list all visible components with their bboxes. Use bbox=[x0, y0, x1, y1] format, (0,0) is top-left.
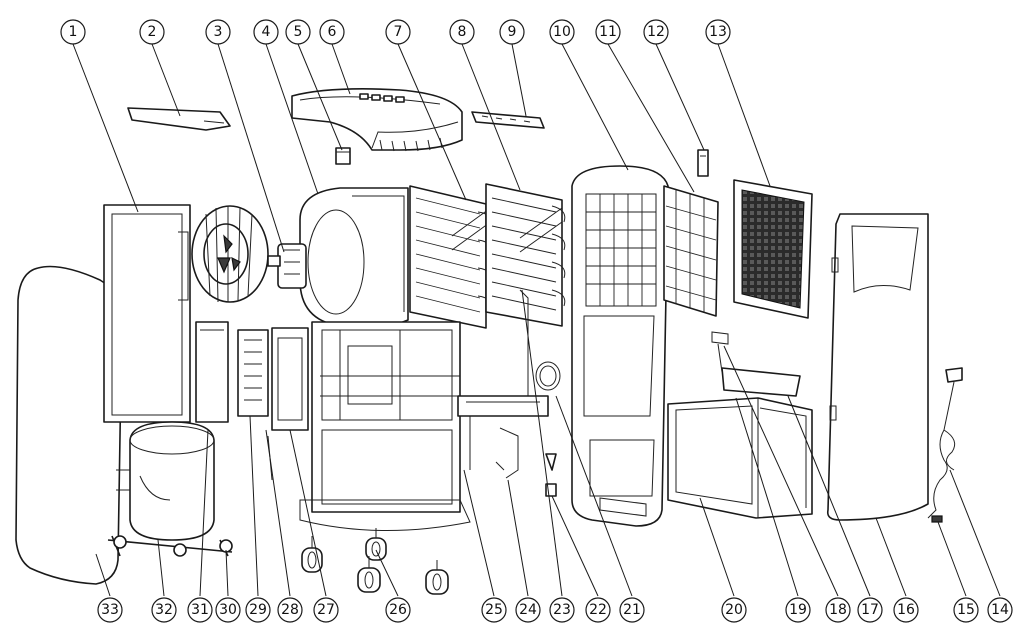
svg-text:26: 26 bbox=[389, 602, 407, 618]
callout-25: 25 bbox=[481, 597, 507, 623]
part-condenser-coil bbox=[485, 183, 566, 327]
callout-1: 1 bbox=[60, 19, 86, 45]
svg-text:24: 24 bbox=[519, 602, 537, 618]
svg-text:2: 2 bbox=[148, 24, 157, 40]
callout-20: 20 bbox=[721, 597, 747, 623]
callout-28: 28 bbox=[277, 597, 303, 623]
svg-text:8: 8 bbox=[458, 24, 467, 40]
part-top-control-cover bbox=[291, 88, 463, 152]
svg-text:19: 19 bbox=[789, 602, 807, 618]
callout-2: 2 bbox=[139, 19, 165, 45]
svg-text:14: 14 bbox=[991, 602, 1009, 618]
callout-18: 18 bbox=[825, 597, 851, 623]
part-fan-wheel bbox=[191, 205, 269, 303]
callout-22: 22 bbox=[585, 597, 611, 623]
callout-29: 29 bbox=[245, 597, 271, 623]
svg-text:21: 21 bbox=[623, 602, 641, 618]
part-evaporator-coil bbox=[409, 185, 497, 329]
svg-text:30: 30 bbox=[219, 602, 237, 618]
part-carbon-filter bbox=[733, 179, 813, 319]
part-cord-clip bbox=[931, 515, 943, 523]
callout-14: 14 bbox=[987, 597, 1013, 623]
part-rear-frame bbox=[571, 165, 669, 527]
callout-24: 24 bbox=[515, 597, 541, 623]
callout-32: 32 bbox=[151, 597, 177, 623]
svg-text:33: 33 bbox=[101, 602, 119, 618]
callout-16: 16 bbox=[893, 597, 919, 623]
part-drip-tray bbox=[457, 395, 549, 417]
part-front-panel bbox=[15, 265, 123, 585]
svg-text:9: 9 bbox=[508, 24, 517, 40]
callout-3: 3 bbox=[205, 19, 231, 45]
callout-23: 23 bbox=[549, 597, 575, 623]
svg-text:5: 5 bbox=[294, 24, 303, 40]
callout-30: 30 bbox=[215, 597, 241, 623]
part-water-tank bbox=[667, 367, 813, 519]
part-small-cube bbox=[335, 147, 351, 165]
part-control-board bbox=[471, 111, 545, 129]
callout-5: 5 bbox=[285, 19, 311, 45]
svg-text:28: 28 bbox=[281, 602, 299, 618]
part-drain-plug bbox=[545, 453, 557, 497]
svg-text:23: 23 bbox=[553, 602, 571, 618]
svg-text:12: 12 bbox=[647, 24, 665, 40]
svg-text:15: 15 bbox=[957, 602, 975, 618]
svg-text:32: 32 bbox=[155, 602, 173, 618]
callout-17: 17 bbox=[857, 597, 883, 623]
callout-13: 13 bbox=[705, 19, 731, 45]
svg-text:27: 27 bbox=[317, 602, 335, 618]
svg-text:13: 13 bbox=[709, 24, 727, 40]
svg-text:10: 10 bbox=[553, 24, 571, 40]
svg-text:31: 31 bbox=[191, 602, 209, 618]
part-wiring-board bbox=[237, 329, 269, 417]
svg-text:20: 20 bbox=[725, 602, 743, 618]
svg-text:18: 18 bbox=[829, 602, 847, 618]
svg-text:1: 1 bbox=[69, 24, 78, 40]
part-side-panel bbox=[826, 213, 929, 521]
svg-text:25: 25 bbox=[485, 602, 503, 618]
part-side-frame bbox=[103, 204, 191, 423]
part-chassis bbox=[299, 321, 471, 531]
callout-11: 11 bbox=[595, 19, 621, 45]
leader-lines bbox=[72, 43, 1001, 597]
svg-text:7: 7 bbox=[394, 24, 403, 40]
callout-6: 6 bbox=[319, 19, 345, 45]
callout-26: 26 bbox=[385, 597, 411, 623]
callout-10: 10 bbox=[549, 19, 575, 45]
callout-12: 12 bbox=[643, 19, 669, 45]
callout-8: 8 bbox=[449, 19, 475, 45]
svg-text:22: 22 bbox=[589, 602, 607, 618]
svg-text:11: 11 bbox=[599, 24, 617, 40]
part-compressor bbox=[107, 421, 233, 557]
callout-19: 19 bbox=[785, 597, 811, 623]
part-electrical-box bbox=[267, 327, 309, 481]
callout-27: 27 bbox=[313, 597, 339, 623]
svg-text:4: 4 bbox=[262, 24, 271, 40]
part-air-filter bbox=[663, 185, 719, 317]
svg-text:29: 29 bbox=[249, 602, 267, 618]
callout-21: 21 bbox=[619, 597, 645, 623]
part-fan-motor bbox=[267, 243, 307, 289]
callout-4: 4 bbox=[253, 19, 279, 45]
part-tube-coil bbox=[535, 361, 561, 391]
callout-15: 15 bbox=[953, 597, 979, 623]
part-capacitor-box bbox=[195, 321, 229, 423]
part-top-cover-plate bbox=[127, 107, 231, 131]
part-float bbox=[711, 331, 729, 373]
callout-7: 7 bbox=[385, 19, 411, 45]
callout-9: 9 bbox=[499, 19, 525, 45]
part-power-cord bbox=[927, 367, 963, 519]
callout-33: 33 bbox=[97, 597, 123, 623]
callout-31: 31 bbox=[187, 597, 213, 623]
svg-text:16: 16 bbox=[897, 602, 915, 618]
svg-text:3: 3 bbox=[214, 24, 223, 40]
svg-text:17: 17 bbox=[861, 602, 879, 618]
part-fan-housing bbox=[299, 187, 409, 329]
part-clip bbox=[697, 149, 709, 177]
svg-text:6: 6 bbox=[328, 24, 337, 40]
